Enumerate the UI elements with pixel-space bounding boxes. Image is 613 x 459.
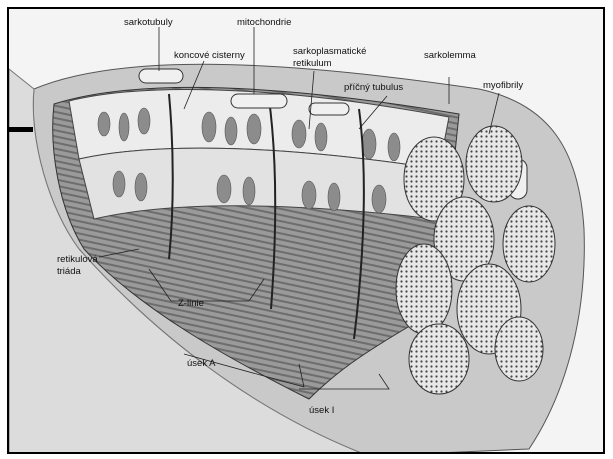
label-sarkolemma: sarkolemma	[424, 50, 476, 61]
label-usek-i: úsek I	[309, 405, 334, 416]
label-myofibrily: myofibrily	[483, 80, 523, 91]
label-retikulova: retikulová	[57, 254, 98, 265]
figure-frame: sarkotubuly mitochondrie koncové cistern…	[7, 7, 605, 454]
label-sarkotubuly: sarkotubuly	[124, 17, 173, 28]
label-usek-a: úsek A	[187, 358, 216, 369]
label-triada: triáda	[57, 266, 81, 277]
label-mitochondrie: mitochondrie	[237, 17, 291, 28]
label-z-linie: Z-linie	[178, 298, 204, 309]
muscle-fiber-illustration	[9, 9, 605, 454]
edge-marker	[9, 127, 33, 132]
label-koncove-cisterny: koncové cisterny	[174, 50, 245, 61]
label-pricny-tubulus: příčný tubulus	[344, 82, 403, 93]
label-retikulum: retikulum	[293, 58, 332, 69]
label-sarkoplasmaticke: sarkoplasmatické	[293, 46, 366, 57]
